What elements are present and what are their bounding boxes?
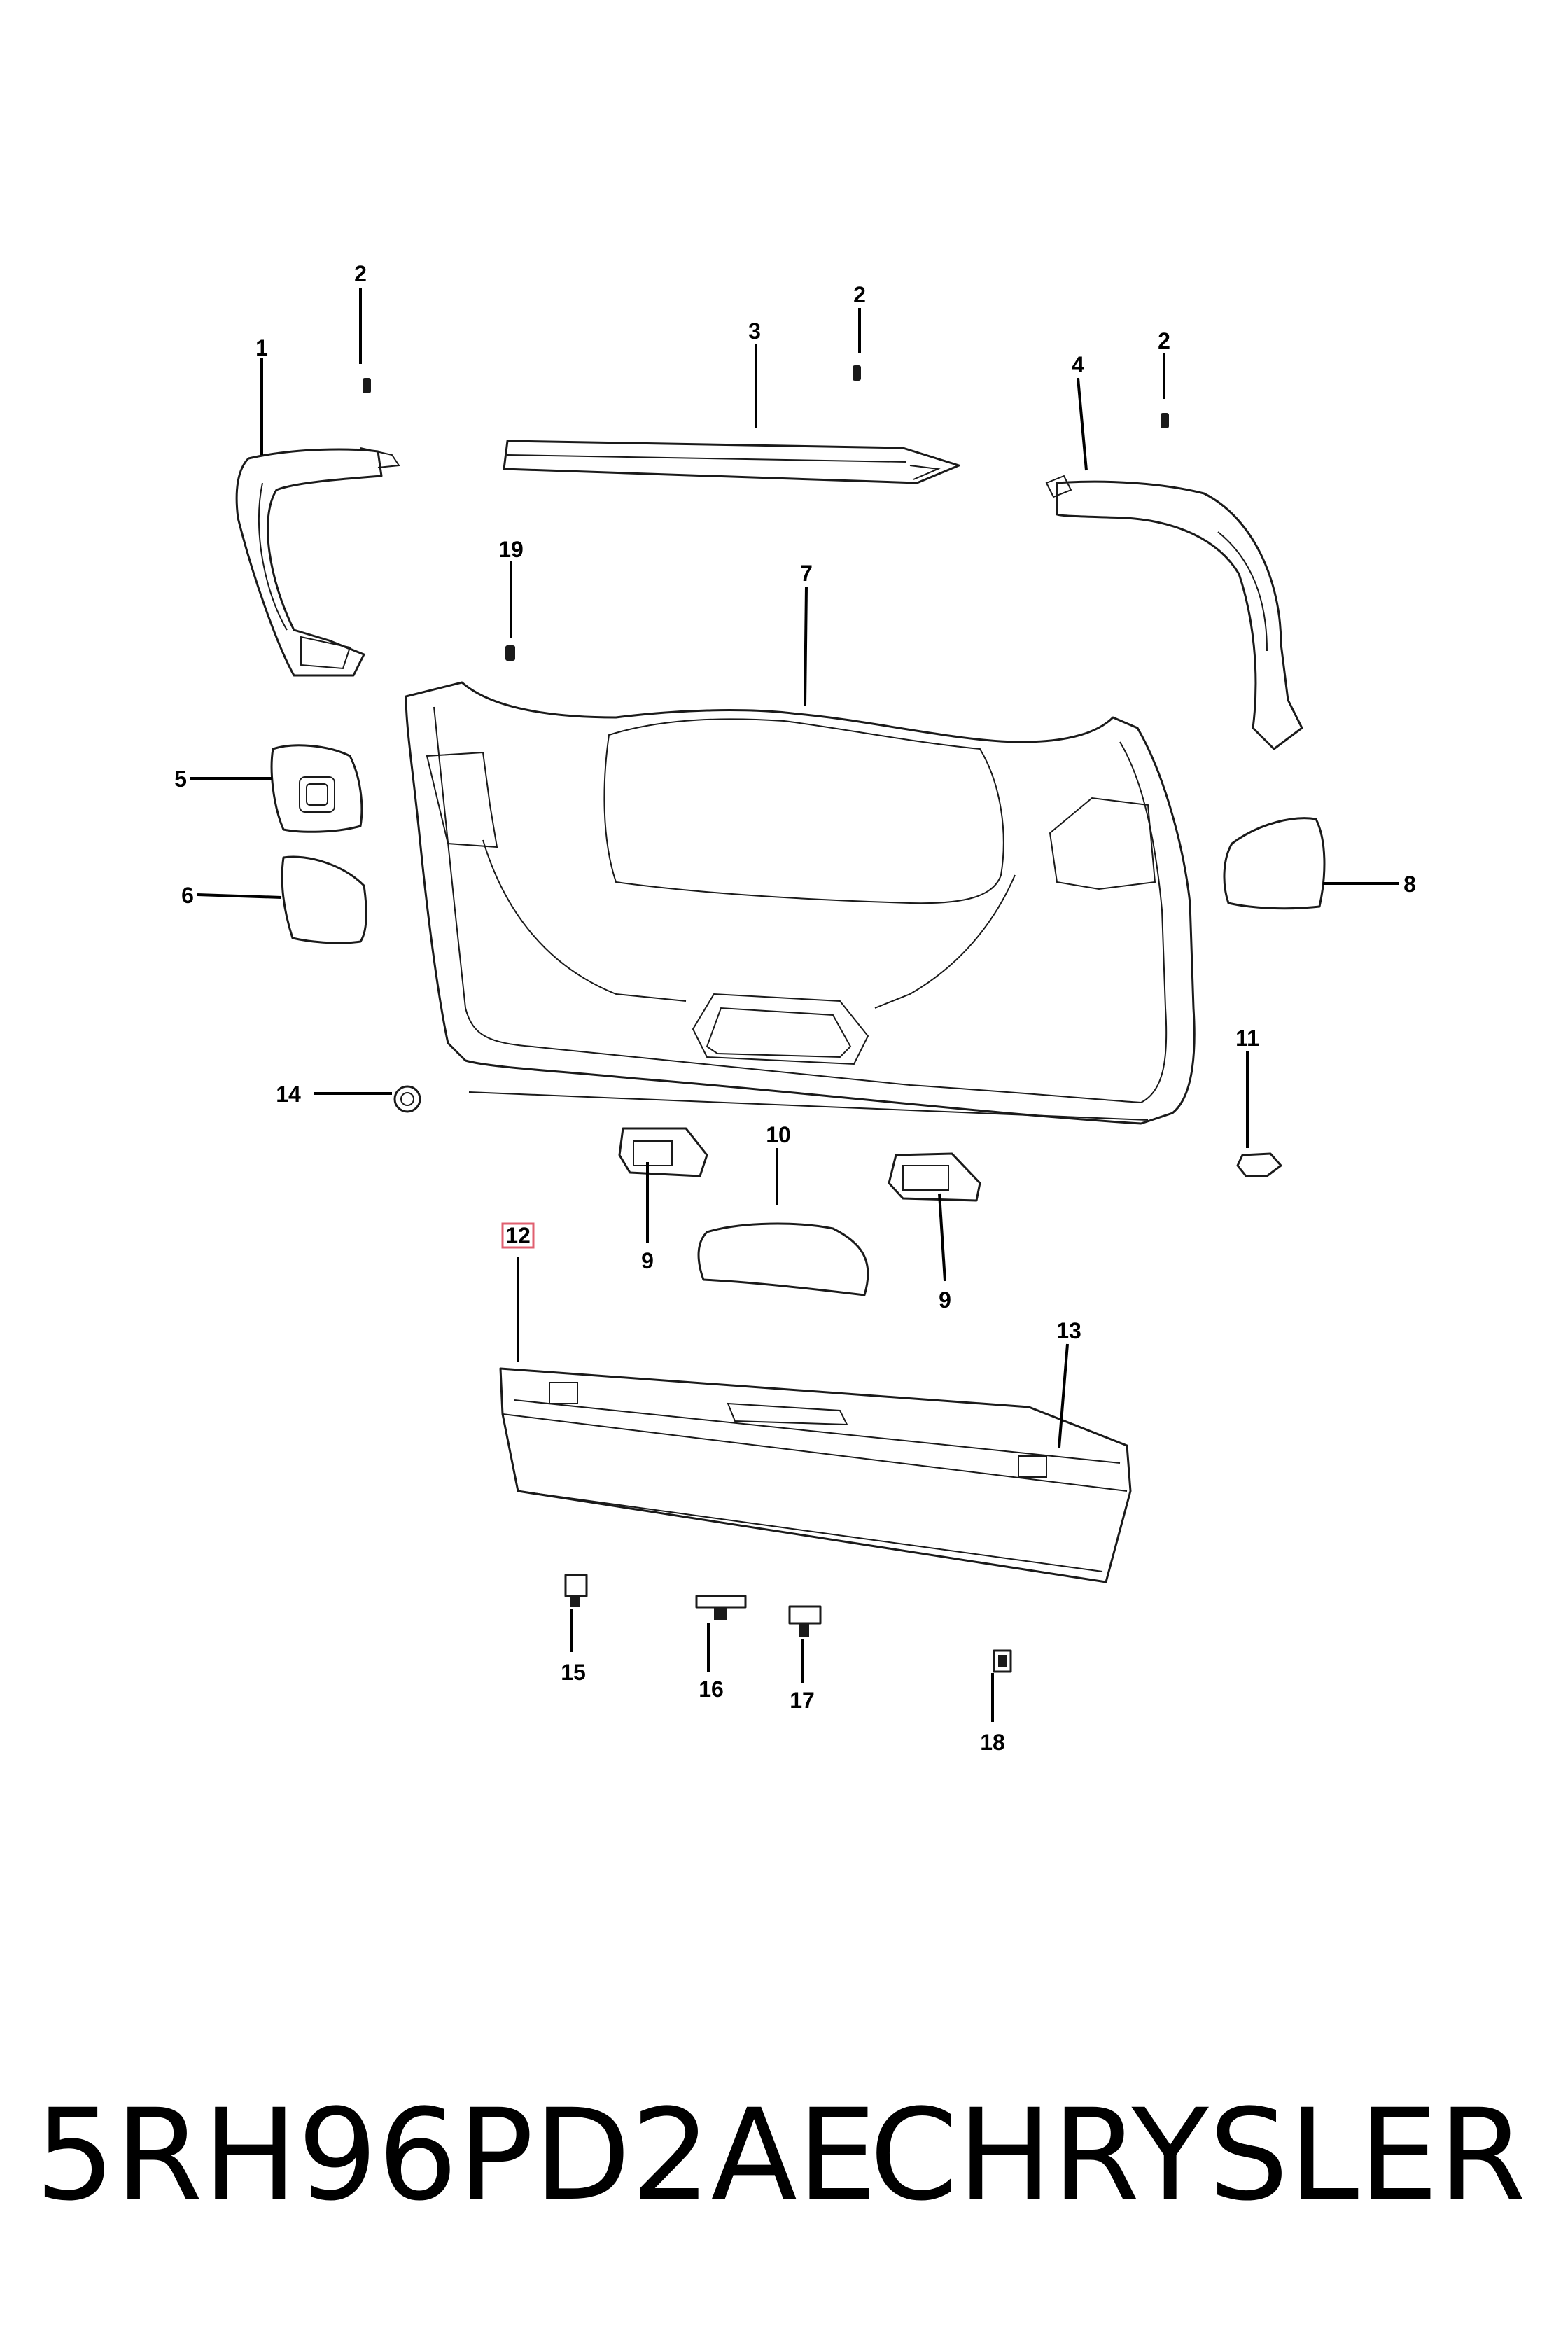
part-1-left-pillar-trim — [235, 447, 400, 677]
callout-9-right: 9 — [939, 1287, 951, 1312]
callout-6: 6 — [181, 883, 194, 908]
callout-8: 8 — [1404, 872, 1416, 897]
part-2-fastener-right — [1161, 413, 1169, 428]
part-12-scuff-plate — [499, 1367, 1132, 1583]
part-15-fastener — [564, 1574, 588, 1607]
part-16-fastener — [695, 1595, 747, 1620]
callout-2-right: 2 — [1158, 328, 1170, 354]
part-6-left-cover — [281, 855, 368, 944]
callout-16: 16 — [699, 1676, 724, 1702]
part-17-fastener — [788, 1605, 822, 1637]
callout-12: 12 — [505, 1223, 531, 1248]
callout-18: 18 — [980, 1730, 1005, 1755]
part-11-clip — [1236, 1152, 1282, 1177]
part-14-plug — [393, 1085, 421, 1113]
part-18-fastener — [993, 1649, 1012, 1673]
footer: 5RH96PD2AE CHRYSLER — [0, 2072, 1568, 2240]
part-9-right-handle-pocket — [888, 1152, 981, 1202]
callout-10: 10 — [766, 1122, 791, 1147]
part-10-center-cover — [697, 1222, 869, 1296]
callout-3: 3 — [748, 318, 761, 344]
part-2-fastener-left — [363, 378, 371, 393]
callout-13: 13 — [1056, 1318, 1082, 1343]
callout-15: 15 — [561, 1660, 586, 1685]
callout-2-left: 2 — [354, 261, 367, 286]
part-19-fastener — [505, 645, 515, 661]
callout-5: 5 — [174, 766, 187, 792]
callout-4: 4 — [1072, 352, 1084, 377]
part-7-liftgate-trim-panel — [405, 681, 1196, 1125]
callout-2-center: 2 — [853, 282, 866, 307]
callout-9-left: 9 — [641, 1248, 654, 1273]
callout-labels: 1 2 2 2 3 4 5 6 7 8 9 9 10 11 12 13 14 1… — [174, 261, 1416, 1755]
callout-11: 11 — [1236, 1026, 1259, 1051]
callout-19: 19 — [498, 537, 524, 562]
part-5-left-switch-bezel — [270, 744, 363, 833]
callout-1: 1 — [255, 335, 268, 360]
callout-17: 17 — [790, 1688, 815, 1713]
part-number: 5RH96PD2AE — [35, 2082, 877, 2229]
leader-lines — [190, 288, 1399, 1722]
part-4-right-pillar-trim — [1045, 475, 1303, 750]
part-2-fastener-center — [853, 365, 861, 381]
part-9-left-handle-pocket — [618, 1127, 708, 1177]
highlight-box — [501, 1222, 535, 1249]
part-3-header-trim — [503, 440, 960, 484]
brand-name: CHRYSLER — [869, 2082, 1526, 2229]
part-8-right-cover — [1223, 817, 1326, 910]
callout-14: 14 — [276, 1082, 301, 1107]
callout-7: 7 — [800, 561, 813, 586]
